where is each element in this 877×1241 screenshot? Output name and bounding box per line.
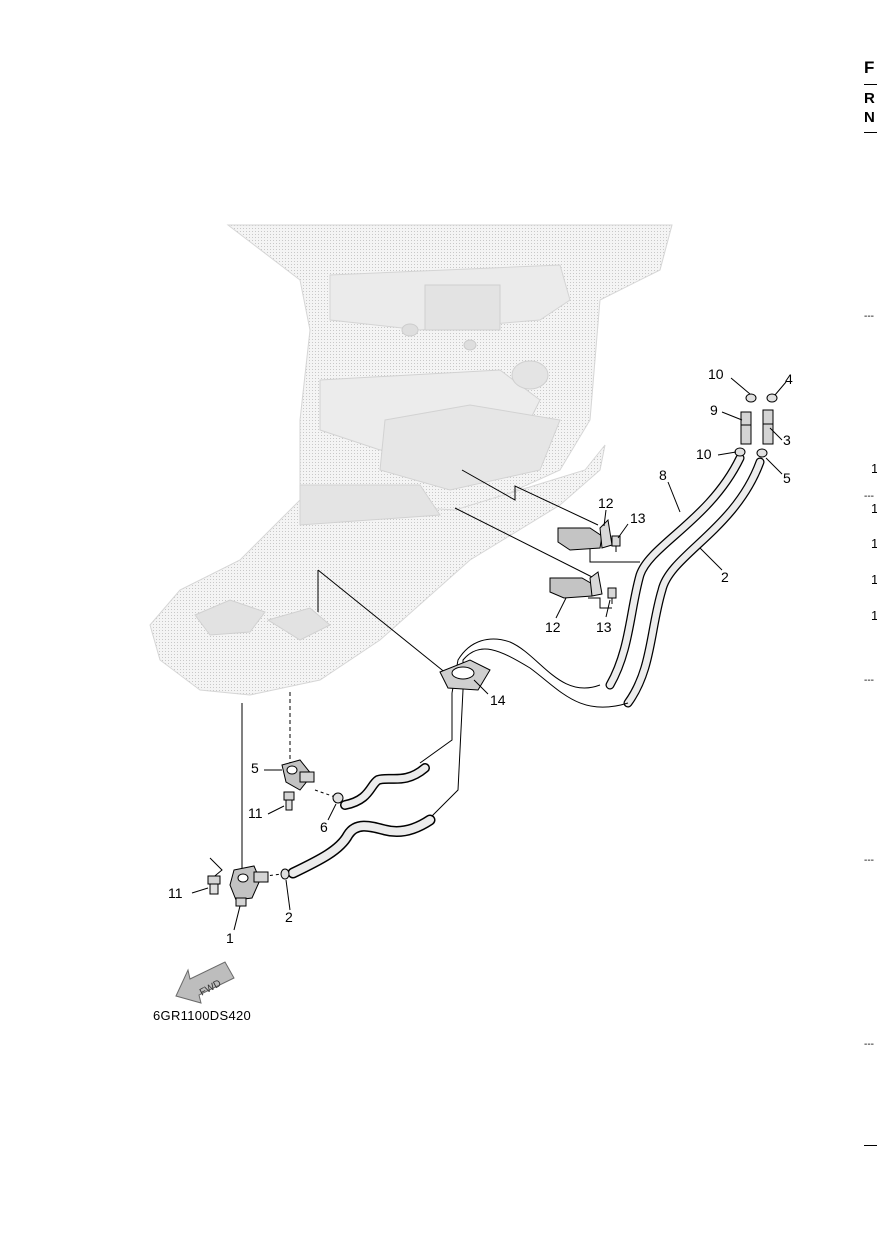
holder-12-lower <box>549 571 603 599</box>
edge-rule-1 <box>864 84 877 85</box>
hose-2 <box>287 814 436 879</box>
engine-silhouette <box>149 224 673 696</box>
edge-digit-4: 1 <box>871 572 877 587</box>
edge-letter-1: F <box>864 58 875 77</box>
callout-13-lower: 13 <box>596 619 612 635</box>
callout-9: 9 <box>710 402 718 418</box>
edge-rule-3 <box>864 1145 877 1146</box>
callout-12-upper: 12 <box>598 495 614 511</box>
edge-digit-2: 1 <box>871 501 877 516</box>
clamps <box>280 393 778 880</box>
callout-3: 2 <box>721 569 729 585</box>
callout-leaders <box>191 377 787 931</box>
callout-7: 6 <box>320 819 328 835</box>
callout-11-upper: 11 <box>248 805 263 821</box>
joint-6 <box>281 759 315 791</box>
edge-dash-1: --- <box>864 311 874 322</box>
edge-rule-2 <box>864 132 877 133</box>
edge-dash-5: --- <box>864 1039 874 1050</box>
callout-14: 14 <box>490 692 506 708</box>
callout-8: 8 <box>659 467 667 483</box>
fwd-arrow-icon: FWD <box>175 961 235 1004</box>
fitting-9 <box>740 411 752 445</box>
hose-3 <box>623 457 765 708</box>
hose-7 <box>340 763 430 810</box>
joint-1 <box>229 865 269 907</box>
edge-digit-5: 1 <box>871 608 877 623</box>
hose-8 <box>605 453 745 690</box>
callout-5-upper: 4 <box>785 371 793 387</box>
callout-5-lower: 5 <box>783 470 791 486</box>
callout-1: 1 <box>226 930 234 946</box>
callout-6: 5 <box>251 760 259 776</box>
edge-digit-3: 1 <box>871 536 877 551</box>
edge-digit-1: 1 <box>871 461 877 476</box>
callout-4: 3 <box>783 432 791 448</box>
callout-12-lower: 12 <box>545 619 561 635</box>
callout-2: 2 <box>285 909 293 925</box>
drawing-code: 6GR1100DS420 <box>153 1008 252 1023</box>
edge-dash-2: --- <box>864 491 874 502</box>
bolt-13-lower <box>607 587 617 604</box>
bolt-13-upper <box>611 535 621 552</box>
grommet-14 <box>439 659 491 691</box>
holder-12-upper <box>557 518 613 551</box>
callout-13-upper: 13 <box>630 510 646 526</box>
bolt-11-upper <box>283 791 295 811</box>
fitting-4 <box>762 409 774 445</box>
callout-10-upper: 10 <box>708 366 724 382</box>
edge-letter-3: N <box>864 109 875 126</box>
edge-dash-4: --- <box>864 855 874 866</box>
callout-10-lower: 10 <box>696 446 712 462</box>
edge-letter-2: R <box>864 90 875 107</box>
bolt-11-lower <box>207 875 221 895</box>
edge-dash-3: --- <box>864 675 874 686</box>
callout-labels: 10 4 9 3 10 5 8 2 12 13 12 13 14 5 11 6 … <box>168 366 793 946</box>
callout-11-lower: 11 <box>168 885 183 901</box>
thin-hose-routing <box>451 638 629 708</box>
